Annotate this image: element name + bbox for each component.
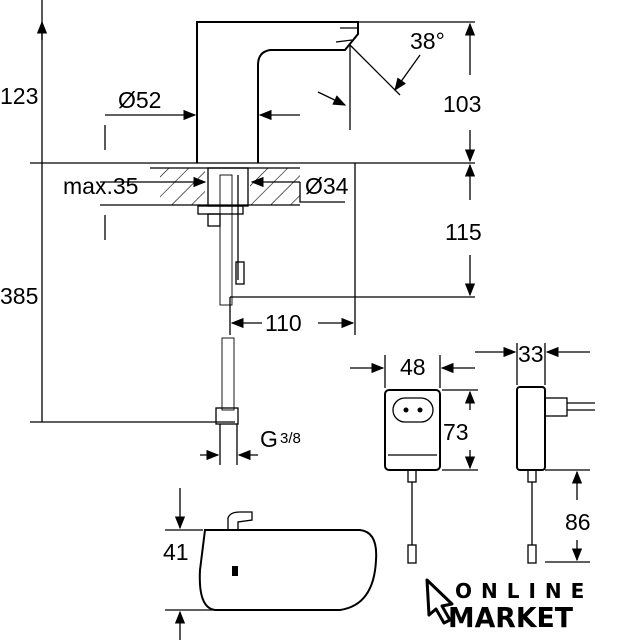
power-adapter-front [350, 355, 478, 564]
connection-thread-label: G [260, 426, 278, 452]
spout-angle-label: 38° [410, 28, 445, 54]
online-market-logo: ONLINE MARKET [425, 578, 593, 634]
dim-diameter-34-label: Ø34 [305, 173, 349, 199]
dim-48-label: 48 [400, 354, 426, 380]
dim-115-label: 115 [445, 219, 482, 245]
dim-max35-label: max.35 [63, 173, 138, 199]
logo-line1: ONLINE [455, 579, 593, 603]
left-dimension-lines [30, 0, 475, 423]
power-adapter-side [475, 343, 595, 564]
mounting-hose [197, 163, 475, 465]
dim-diameter-52-label: Ø52 [118, 87, 161, 113]
dim-110-label: 110 [265, 310, 302, 336]
connection-fraction-label: 3/8 [280, 430, 301, 447]
dim-103-label: 103 [443, 91, 481, 117]
dim-123-label: 123 [0, 83, 38, 109]
dim-41-label: 41 [163, 539, 189, 565]
dim-73-label: 73 [443, 419, 469, 445]
faucet-body [196, 21, 475, 163]
dim-33-label: 33 [518, 341, 544, 367]
dim-86-label: 86 [565, 509, 591, 535]
body-diameter-dim [104, 109, 300, 150]
dim-385-label: 385 [0, 283, 38, 309]
cursor-icon [425, 578, 454, 625]
logo-line2: MARKET [448, 601, 573, 634]
sensor-head [165, 488, 378, 640]
